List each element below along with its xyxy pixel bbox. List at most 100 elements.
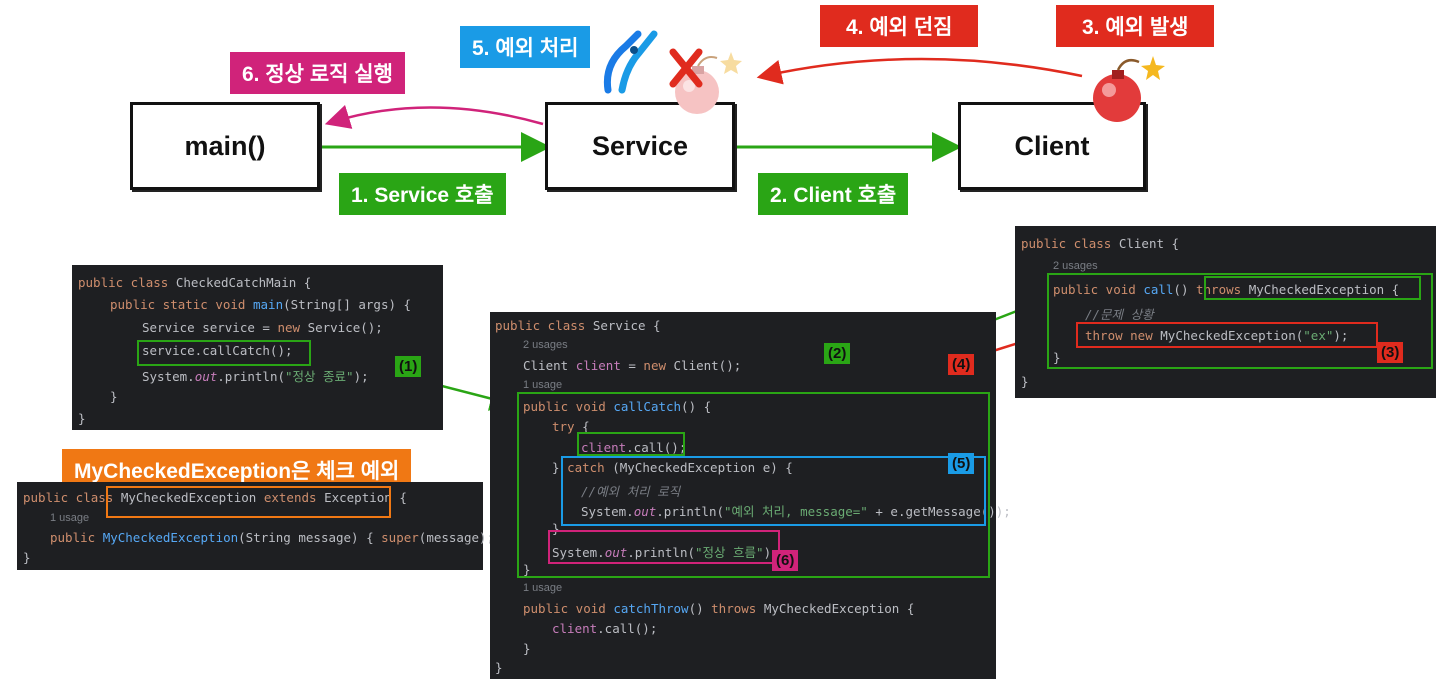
main-code-line-3: Service service = new Service(); <box>142 320 383 335</box>
main-box-label: main() <box>184 130 266 161</box>
code-token: new <box>277 320 308 335</box>
code-token: public <box>50 530 103 545</box>
code-token: .call(); <box>597 621 658 636</box>
code-token: (String message) <box>238 530 367 545</box>
code-token: Service(); <box>307 320 383 335</box>
marker-3: (3) <box>1377 342 1404 363</box>
exception-code-line-3: } <box>23 550 31 565</box>
marker-2: (2) <box>824 343 851 364</box>
bomb-icon <box>1093 56 1165 122</box>
code-token: throws <box>711 601 764 616</box>
code-token: MyCheckedException( <box>1160 328 1304 343</box>
main-code-line-2: public static void main(String[] args) { <box>110 297 411 312</box>
code-token: .println( <box>627 545 695 560</box>
code-token: } <box>110 389 118 404</box>
exception-code-line-2: public MyCheckedException(String message… <box>50 530 509 545</box>
code-token: MyCheckedException <box>120 490 264 505</box>
code-token: Service service = <box>142 320 278 335</box>
service-code-line-2: Client client = new Client(); <box>523 358 741 373</box>
cross-mark-icon <box>669 48 703 88</box>
code-token: catch <box>567 460 613 475</box>
code-token: "정상 흐름" <box>695 545 764 560</box>
code-token: { <box>366 530 382 545</box>
code-token: Client { <box>1118 236 1180 251</box>
main-code-line-4: service.callCatch(); <box>142 343 293 358</box>
service-usage-1: 2 usages <box>523 339 568 351</box>
code-token: ); <box>353 369 369 384</box>
code-token: callCatch <box>613 399 682 414</box>
code-token: + e.getMessage()); <box>867 504 1011 519</box>
code-token: client <box>581 440 627 455</box>
code-token: System. <box>552 545 605 560</box>
service-usage-3: 1 usage <box>523 582 563 594</box>
code-token: throws <box>1196 282 1249 297</box>
code-token: super <box>381 530 419 545</box>
code-token: } <box>23 550 31 565</box>
exception-code-panel: public class MyCheckedException extends … <box>17 482 509 570</box>
service-code-line-5: client.call(); <box>581 440 686 455</box>
code-token: Client(); <box>673 358 742 373</box>
code-token: { <box>582 419 590 434</box>
highlight-normal-flow <box>548 530 780 564</box>
step6-tag: 6. 정상 로직 실행 <box>230 52 405 94</box>
code-token: = <box>620 358 644 373</box>
client-box-label: Client <box>1014 130 1090 161</box>
code-token: public class <box>1021 236 1119 251</box>
highlight-client-call <box>577 432 685 456</box>
main-code-line-1: public class CheckedCatchMain { <box>78 275 311 290</box>
highlight-exception-class <box>106 486 391 518</box>
highlight-catch-block <box>561 456 986 526</box>
step1-tag: 1. Service 호출 <box>339 173 506 215</box>
code-token: public void <box>523 399 614 414</box>
code-token: call <box>1143 282 1174 297</box>
code-token: public class <box>78 275 176 290</box>
highlight-call-catch <box>137 340 311 366</box>
code-token: "ex" <box>1303 328 1334 343</box>
code-token: } <box>1021 374 1029 389</box>
client-code-line-5: } <box>1053 350 1061 365</box>
service-usage-2: 1 usage <box>523 379 563 391</box>
code-token: MyCheckedException { <box>1248 282 1400 297</box>
code-token: "예외 처리, message=" <box>724 504 868 519</box>
code-token: out <box>604 545 628 560</box>
client-code-line-3: //문제 상황 <box>1085 307 1154 322</box>
code-token: public void <box>1053 282 1144 297</box>
service-code-line-3: public void callCatch() { <box>523 399 711 414</box>
code-token: Exception { <box>324 490 407 505</box>
code-token: System. <box>581 504 634 519</box>
arrow-client-to-service-throw <box>756 57 1083 85</box>
client-code-line-4: throw new MyCheckedException("ex"); <box>1085 328 1348 343</box>
code-token: (MyCheckedException e) { <box>612 460 793 475</box>
service-code-line-13: client.call(); <box>552 621 657 636</box>
service-code-line-9: } <box>552 521 560 536</box>
exception-code-line-1: public class MyCheckedException extends … <box>23 490 407 505</box>
main-code-line-6: } <box>110 389 118 404</box>
main-code-line-7: } <box>78 411 86 426</box>
code-token: } <box>552 460 568 475</box>
service-code-line-14: } <box>523 641 531 656</box>
step3-tag: 3. 예외 발생 <box>1056 5 1215 47</box>
service-code-line-10: System.out.println("정상 흐름"); <box>552 542 779 561</box>
code-token: client <box>575 358 621 373</box>
code-token: } <box>552 521 560 536</box>
code-token: (String[] args) { <box>283 297 412 312</box>
highlight-throws-clause <box>1204 276 1421 300</box>
code-token: "정상 종료" <box>285 369 354 384</box>
code-token: } <box>1053 350 1061 365</box>
code-token: catchThrow <box>613 601 689 616</box>
code-token: Client <box>523 358 576 373</box>
code-token: } <box>78 411 86 426</box>
code-token: public static void <box>110 297 253 312</box>
marker-4: (4) <box>948 354 975 375</box>
client-code-line-2: public void call() throws MyCheckedExcep… <box>1053 282 1399 297</box>
service-box-label: Service <box>591 130 689 161</box>
code-token: new <box>643 358 674 373</box>
service-code-line-8: System.out.println("예외 처리, message=" + e… <box>581 501 1011 520</box>
step4-tag: 4. 예외 던짐 <box>820 5 979 47</box>
service-code-line-4: try { <box>552 419 590 434</box>
exception-usage: 1 usage <box>50 512 90 524</box>
code-token: } <box>523 641 531 656</box>
code-token: MyCheckedException <box>102 530 239 545</box>
code-token: } <box>495 660 503 675</box>
service-box: Service <box>545 102 735 190</box>
